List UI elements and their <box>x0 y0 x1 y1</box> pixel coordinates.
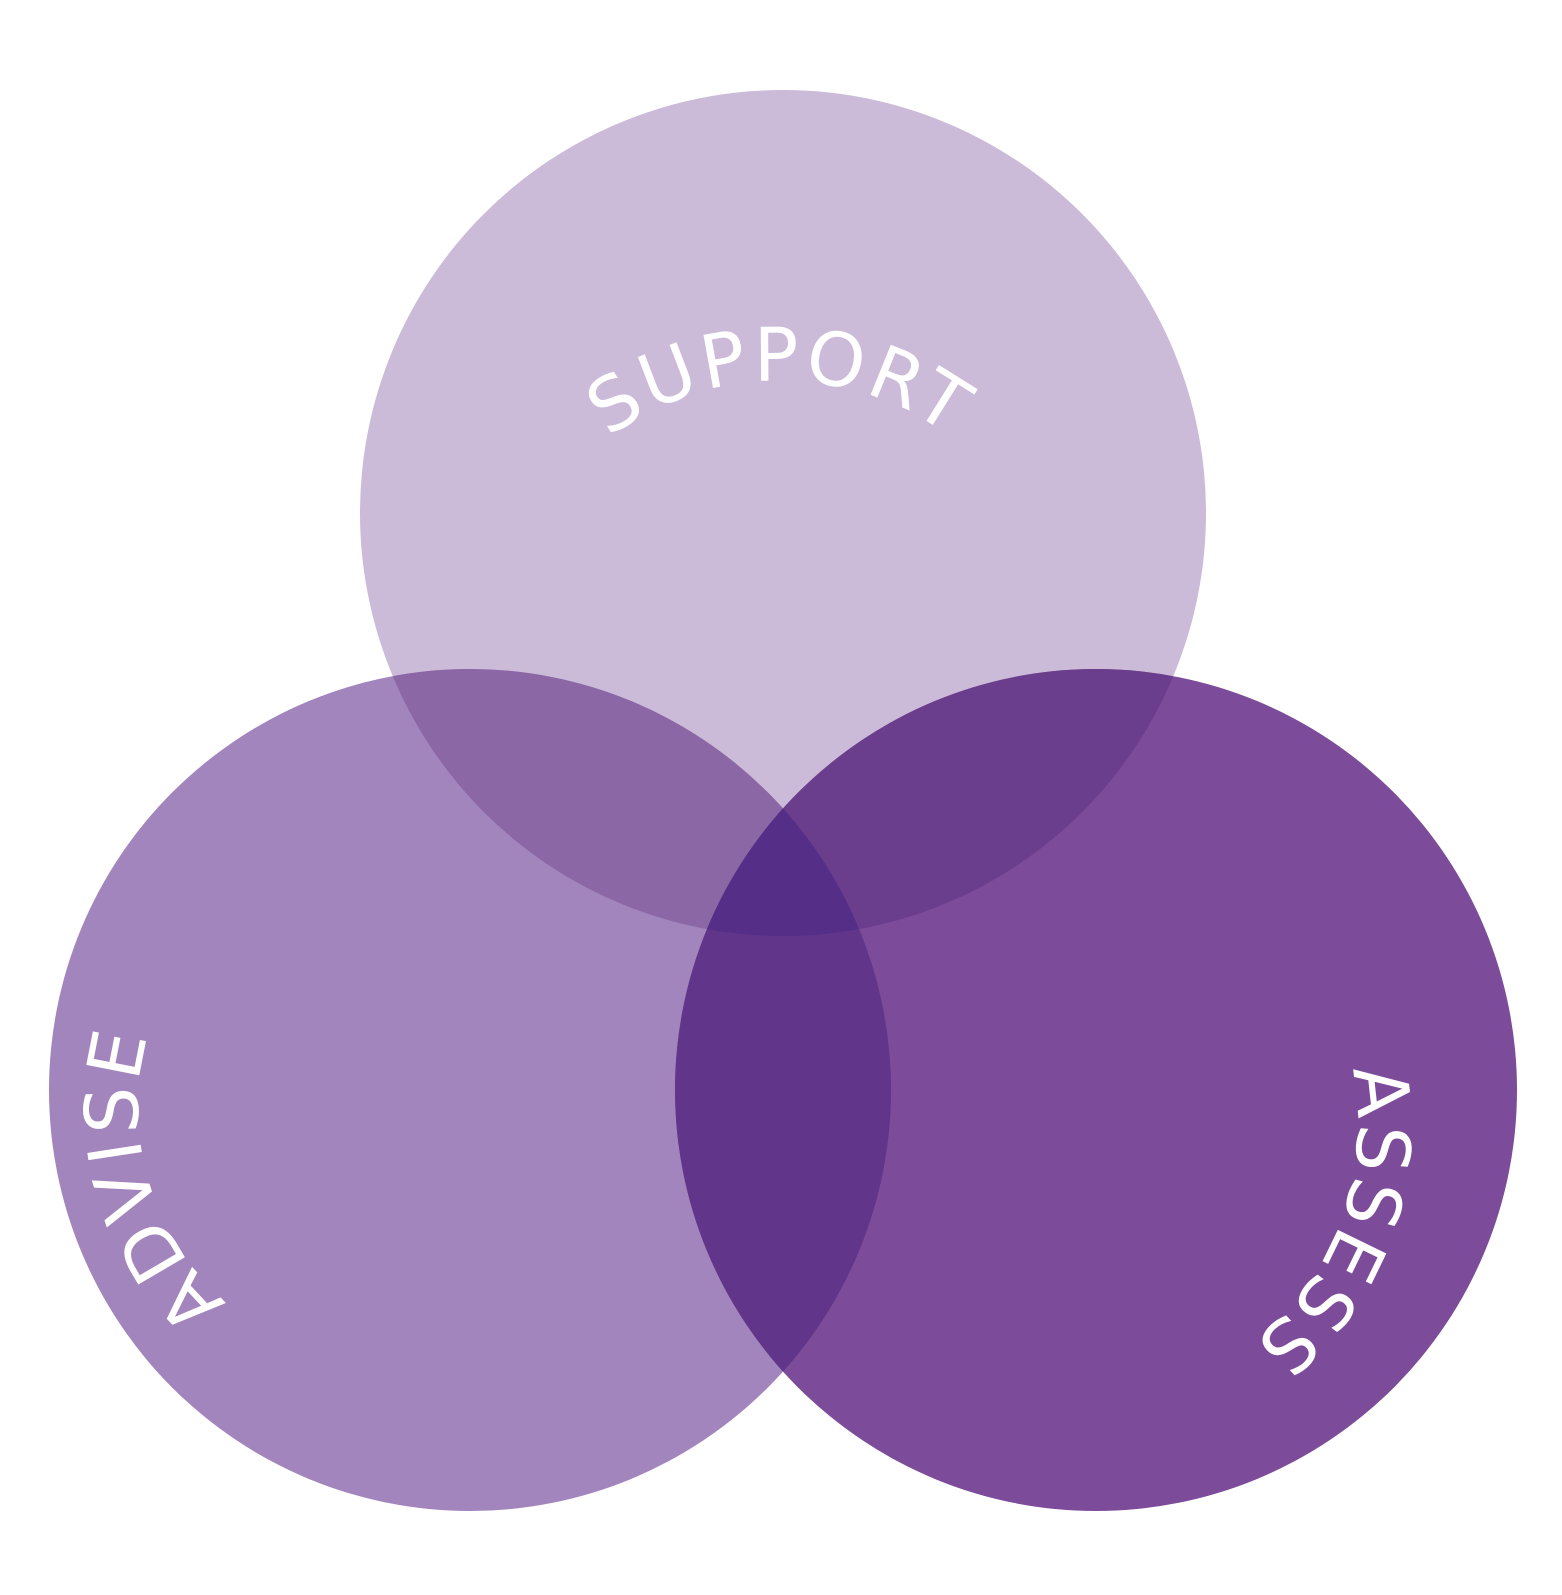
overlap-support-assess <box>675 669 1206 936</box>
overlap-support-advise <box>360 669 891 936</box>
